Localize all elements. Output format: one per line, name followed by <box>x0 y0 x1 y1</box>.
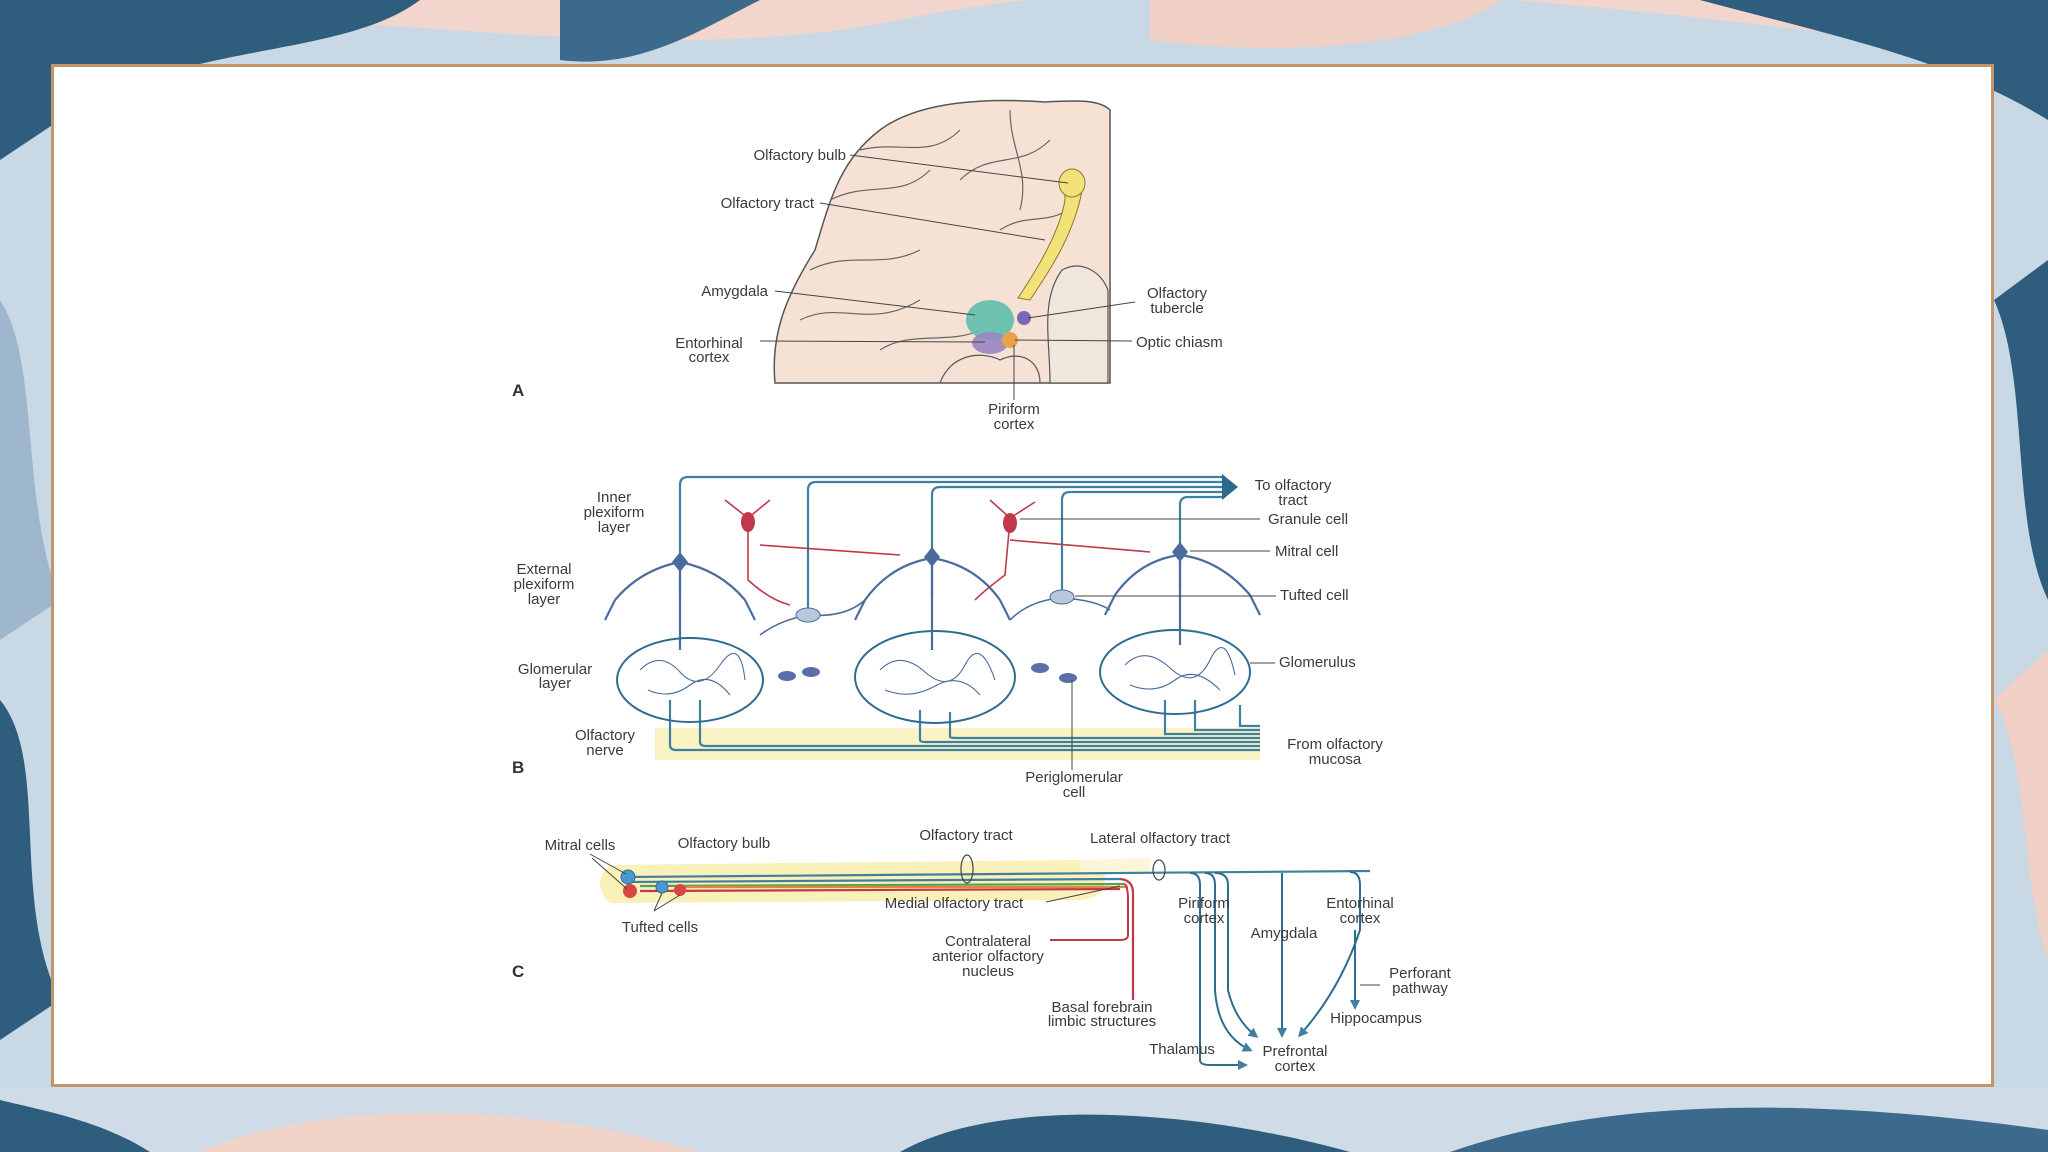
panel-b-leaders <box>1020 518 1276 770</box>
label-to-olfactory-tract-1: To olfactory <box>1255 477 1332 494</box>
label-piriform-a-2: cortex <box>994 416 1035 433</box>
label-granule-cell: Granule cell <box>1268 511 1348 528</box>
label-mitral-cell: Mitral cell <box>1275 543 1338 560</box>
label-glomerular-layer-2: layer <box>539 675 572 692</box>
label-thalamus: Thalamus <box>1149 1041 1215 1058</box>
panel-c: Mitral cells Olfactory bulb Olfactory tr… <box>512 827 1452 1075</box>
label-tufted-cells: Tufted cells <box>622 919 698 936</box>
label-piriform-a-1: Piriform <box>988 401 1040 418</box>
label-entorhinal-c-1: Entorhinal <box>1326 895 1394 912</box>
label-entorhinal-a-1: Entorhinal <box>675 335 743 352</box>
label-inner-plexiform-1: Inner <box>597 489 631 506</box>
label-glomerulus: Glomerulus <box>1279 654 1356 671</box>
label-amygdala-a: Amygdala <box>701 283 768 300</box>
panel-a: Olfactory bulb Olfactory tract Amygdala … <box>512 99 1223 433</box>
contralateral-path <box>1050 883 1129 941</box>
label-olfactory-bulb-a: Olfactory bulb <box>753 147 846 164</box>
output-axons <box>678 475 1225 610</box>
label-basal-forebrain-2: limbic structures <box>1048 1013 1156 1030</box>
label-inner-plexiform-2: plexiform <box>584 504 645 521</box>
label-olfactory-bulb-c: Olfactory bulb <box>678 835 771 852</box>
label-contralateral-1: Contralateral <box>945 933 1031 950</box>
panel-c-leaders <box>589 853 1121 912</box>
label-olfactory-nerve-1: Olfactory <box>575 727 636 744</box>
label-olfactory-nerve-2: nerve <box>586 742 624 759</box>
label-lateral-olfactory-tract: Lateral olfactory tract <box>1090 830 1231 847</box>
label-olfactory-tubercle-1: Olfactory <box>1147 285 1208 302</box>
label-contralateral-3: nucleus <box>962 963 1014 980</box>
label-piriform-c-2: cortex <box>1184 910 1225 927</box>
periglomerular-cells <box>778 663 1077 683</box>
label-contralateral-2: anterior olfactory <box>932 948 1044 965</box>
granule-cells <box>724 499 1151 606</box>
bulb-cells <box>620 869 686 898</box>
label-piriform-c-1: Piriform <box>1178 895 1230 912</box>
label-olfactory-tract-a: Olfactory tract <box>721 195 815 212</box>
label-perforant-1: Perforant <box>1389 965 1452 982</box>
label-external-plexiform-2: plexiform <box>514 576 575 593</box>
brain-illustration <box>773 99 1111 384</box>
label-entorhinal-c-2: cortex <box>1340 910 1381 927</box>
panel-letter-a: A <box>512 381 524 400</box>
tract-fibers <box>627 869 1371 893</box>
lateral-tract-branches <box>1189 871 1361 1070</box>
label-amygdala-c: Amygdala <box>1251 925 1318 942</box>
label-periglomerular-1: Periglomerular <box>1025 769 1123 786</box>
label-from-mucosa-1: From olfactory <box>1287 736 1383 753</box>
panel-letter-b: B <box>512 758 524 777</box>
label-basal-forebrain-1: Basal forebrain <box>1052 999 1153 1016</box>
panel-letter-c: C <box>512 962 524 981</box>
label-optic-chiasm: Optic chiasm <box>1136 334 1223 351</box>
label-external-plexiform-1: External <box>516 561 571 578</box>
mitral-cells <box>604 553 1261 650</box>
label-prefrontal-2: cortex <box>1275 1058 1316 1075</box>
label-external-plexiform-3: layer <box>528 591 561 608</box>
label-periglomerular-2: cell <box>1063 784 1086 801</box>
input-axons <box>668 700 1260 752</box>
label-entorhinal-a-2: cortex <box>689 349 730 366</box>
basal-forebrain-path <box>1119 877 1135 1000</box>
label-olfactory-tubercle-2: tubercle <box>1150 300 1203 317</box>
panel-b: Inner plexiform layer External plexiform… <box>512 474 1383 801</box>
to-tract-arrowhead <box>1222 474 1238 500</box>
label-hippocampus: Hippocampus <box>1330 1010 1422 1027</box>
label-to-olfactory-tract-2: tract <box>1278 492 1308 509</box>
label-glomerular-layer-1: Glomerular <box>518 661 592 678</box>
label-perforant-2: pathway <box>1392 980 1448 997</box>
glomeruli <box>616 629 1251 724</box>
label-olfactory-tract-c: Olfactory tract <box>919 827 1013 844</box>
label-from-mucosa-2: mucosa <box>1309 751 1362 768</box>
label-inner-plexiform-3: layer <box>598 519 631 536</box>
label-prefrontal-1: Prefrontal <box>1262 1043 1327 1060</box>
label-tufted-cell: Tufted cell <box>1280 587 1349 604</box>
label-mitral-cells: Mitral cells <box>545 837 616 854</box>
label-medial-olfactory-tract: Medial olfactory tract <box>885 895 1024 912</box>
